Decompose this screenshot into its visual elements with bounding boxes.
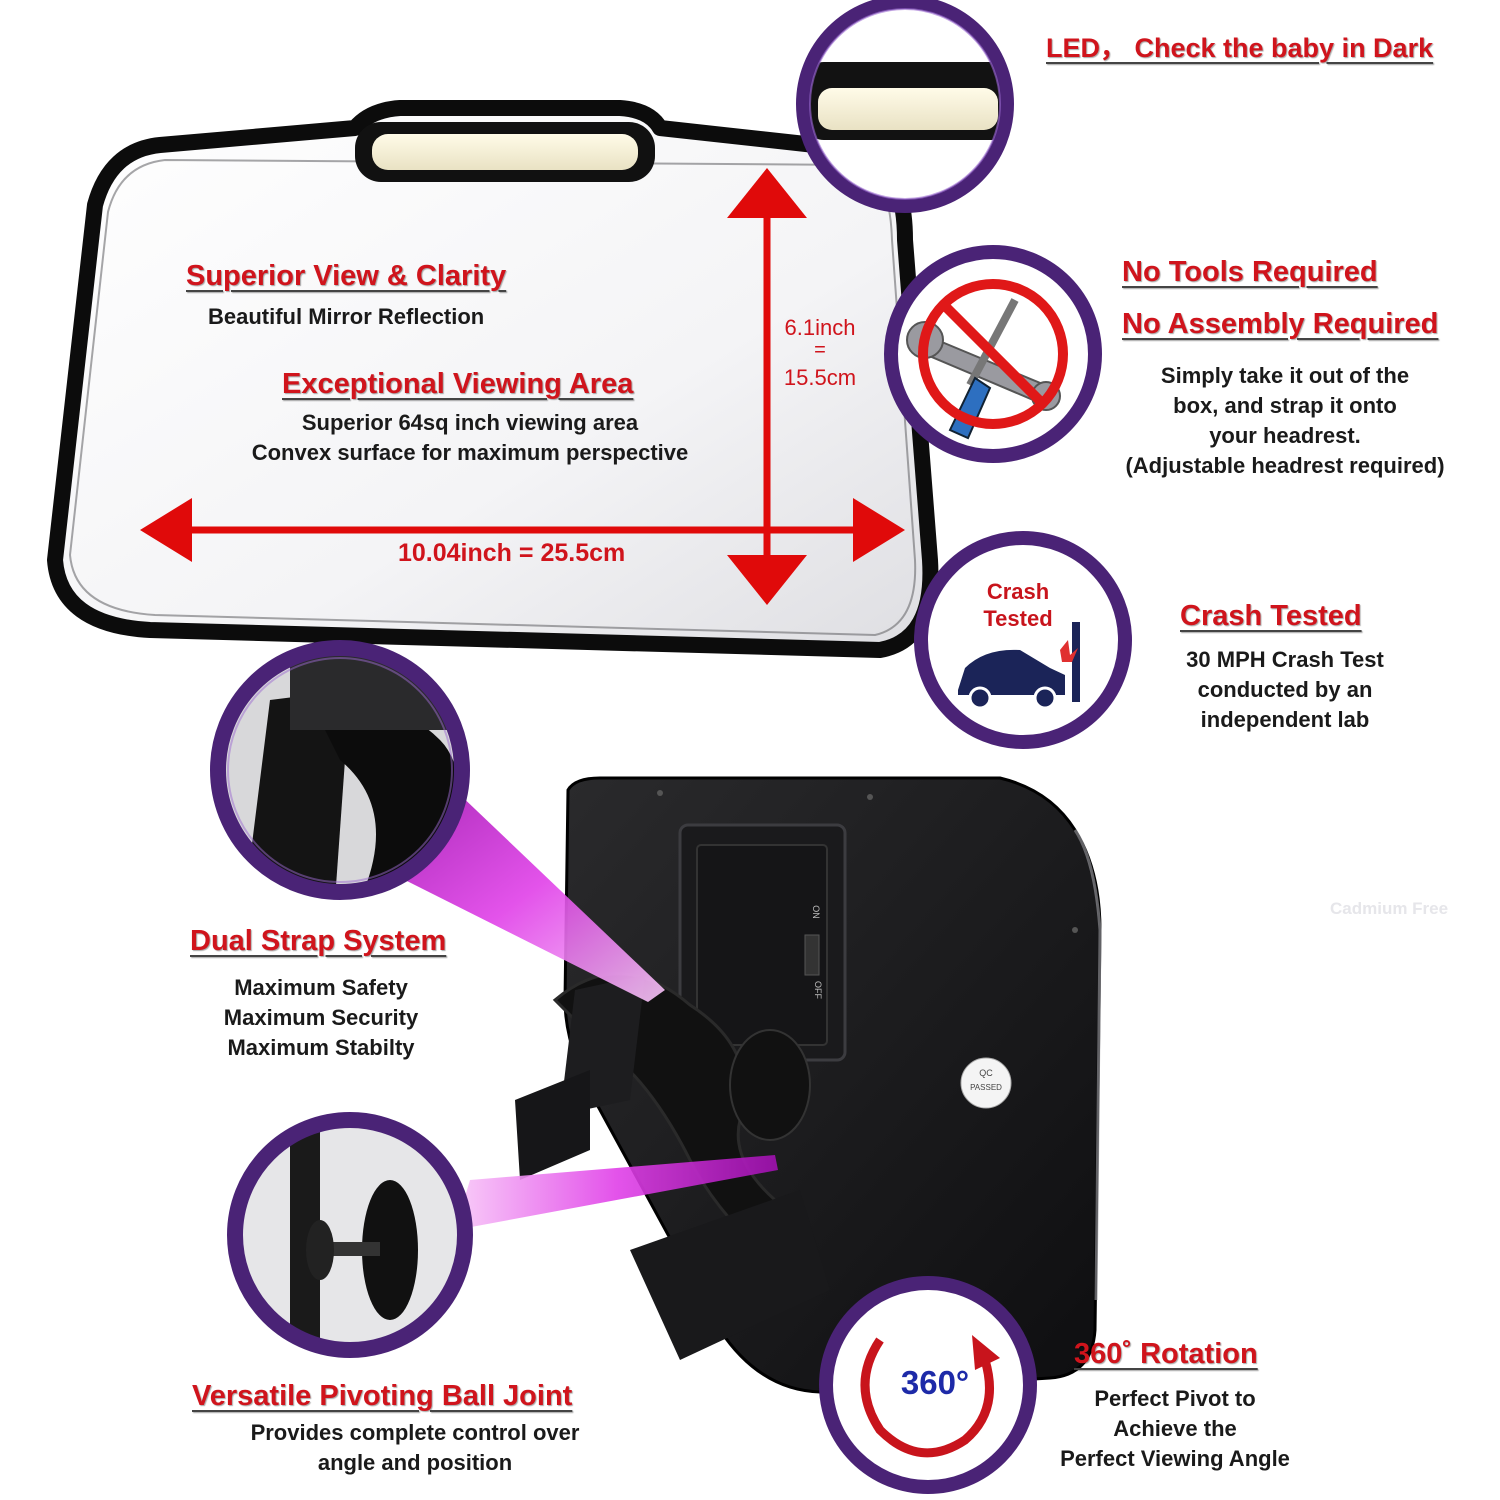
strap-line3: Maximum Stabilty (227, 1035, 415, 1060)
viewing-area-line1: Superior 64sq inch viewing area (301, 410, 639, 435)
strap-heading: Dual Strap System (190, 925, 447, 957)
no-tools-line4: (Adjustable headrest required) (1125, 453, 1445, 478)
viewing-area-heading: Exceptional Viewing Area (282, 368, 634, 400)
rotation-circle (819, 1276, 1037, 1494)
qc-sticker-line2: PASSED (970, 1083, 1002, 1092)
pivot-line2: angle and position (317, 1450, 513, 1475)
strap-graphic (515, 972, 830, 1360)
switch-on-label: ON (810, 905, 821, 919)
pivot-line1: Provides complete control over (250, 1420, 580, 1445)
led-heading: LED， Check the baby in Dark (1046, 33, 1434, 63)
ball-joint-beam (455, 1155, 778, 1230)
rotation-badge: 360° (900, 1364, 970, 1401)
height-label-line3: 15.5cm (783, 365, 857, 390)
no-assembly-heading: No Assembly Required (1122, 308, 1439, 340)
viewing-area-line2: Convex surface for maximum perspective (251, 440, 689, 465)
crash-line1: 30 MPH Crash Test (1186, 647, 1384, 672)
height-label-line2: = (814, 339, 826, 361)
clarity-subtitle: Beautiful Mirror Reflection (208, 304, 485, 329)
rotation-line2: Achieve the (1113, 1416, 1237, 1441)
strap-line1: Maximum Safety (234, 975, 408, 1000)
no-tools-line2: box, and strap it onto (1173, 393, 1397, 418)
rotation-line1: Perfect Pivot to (1094, 1386, 1256, 1411)
width-arrow (140, 498, 905, 562)
no-tools-line3: your headrest. (1209, 423, 1361, 448)
crash-circle (914, 531, 1132, 749)
crash-badge-line2: Tested (983, 606, 1053, 631)
no-tools-line1: Simply take it out of the (1160, 363, 1410, 388)
pivot-heading: Versatile Pivoting Ball Joint (192, 1380, 573, 1412)
faint-text-cadmium: Cadmium Free (1330, 899, 1449, 918)
height-label-line1: 6.1inch (784, 315, 856, 340)
led-zoom-circle (796, 0, 1014, 213)
crash-badge-line1: Crash (986, 579, 1050, 604)
strap-line2: Maximum Security (223, 1005, 419, 1030)
clarity-heading: Superior View & Clarity (186, 260, 507, 292)
switch-off-label: OFF (813, 981, 823, 999)
no-tools-circle (884, 245, 1102, 463)
strap-beam (385, 790, 665, 1002)
ball-joint-zoom-circle (227, 1112, 473, 1358)
crash-line2: conducted by an (1197, 677, 1373, 702)
rotation-line3: Perfect Viewing Angle (1060, 1446, 1290, 1471)
height-arrow (727, 168, 807, 605)
width-label: 10.04inch = 25.5cm (398, 539, 626, 567)
crash-line3: independent lab (1200, 707, 1370, 732)
crash-heading: Crash Tested (1180, 600, 1362, 632)
qc-sticker-line1: QC (979, 1068, 993, 1078)
no-tools-heading: No Tools Required (1122, 256, 1378, 288)
rotation-heading: 360˚ Rotation (1074, 1338, 1258, 1370)
